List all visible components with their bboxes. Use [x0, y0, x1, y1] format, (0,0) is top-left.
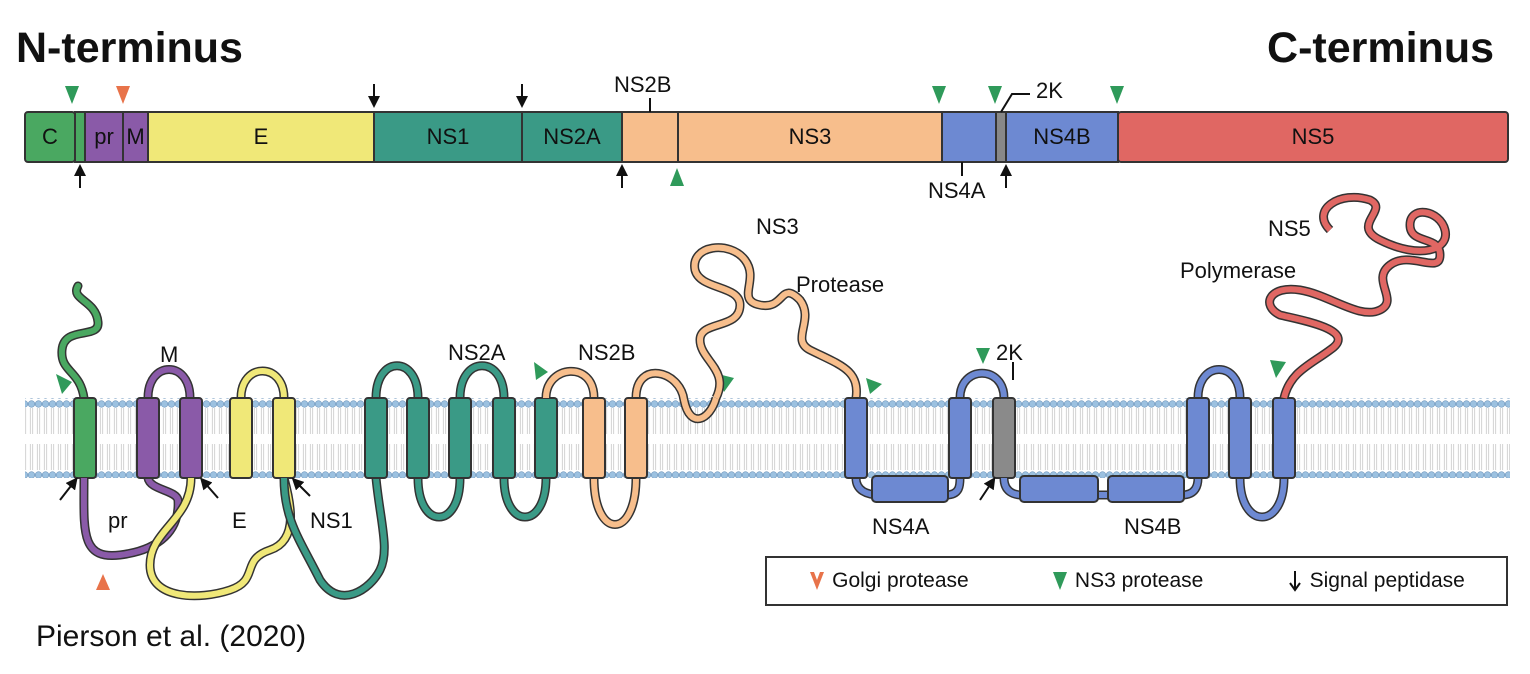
segment-ns3 [677, 111, 943, 163]
bar-markers [65, 84, 1124, 188]
seg-label-c: C [42, 124, 58, 149]
label-polymerase: Polymerase [1180, 258, 1297, 283]
m-tm-1 [136, 397, 160, 479]
ns3-protease-icon [1052, 572, 1067, 590]
ns5-polymerase-loop [1266, 194, 1449, 399]
segment-c-anchor [74, 111, 86, 163]
callout-2k: 2K [1036, 78, 1063, 103]
label-ns1: NS1 [310, 508, 353, 533]
legend-signal-label: Signal peptidase [1309, 569, 1465, 592]
callout-ns4a: NS4A [928, 178, 986, 203]
ns3-marker-2 [932, 86, 946, 104]
seg-label-ns4b: NS4B [1033, 124, 1091, 149]
polyprotein-bar [24, 111, 1509, 163]
pr-loop [80, 476, 182, 559]
ns3-marker-3 [988, 86, 1002, 104]
ns3-marker-5 [670, 168, 684, 186]
c-terminus-title: C-terminus [1267, 24, 1494, 72]
segment-ns5 [1117, 111, 1509, 163]
label-e: E [232, 508, 247, 533]
segment-pr [84, 111, 124, 163]
e-tm-1 [229, 397, 253, 479]
label-ns4a: NS4A [872, 514, 930, 539]
segment-ns1 [373, 111, 523, 163]
ns3-protease-loop [691, 244, 860, 400]
ns2a-loops [373, 362, 549, 520]
segment-ns2b [621, 111, 679, 163]
callout-ns2b: NS2B [614, 72, 672, 97]
label-ns5: NS5 [1268, 216, 1311, 241]
capsid-loop [58, 283, 101, 401]
label-ns2a: NS2A [448, 340, 506, 365]
seg-label-ns3: NS3 [788, 124, 832, 149]
legend-golgi-label: Golgi protease [832, 569, 969, 592]
label-ns2b: NS2B [578, 340, 636, 365]
ns3-marker-4 [1110, 86, 1124, 104]
n-terminus-title: N-terminus [16, 24, 243, 72]
label-pr: pr [108, 508, 128, 533]
legend-ns3: NS3 protease [1051, 569, 1203, 593]
golgi-marker-2 [96, 574, 110, 590]
label-ns4b: NS4B [1124, 514, 1182, 539]
seg-label-e: E [253, 124, 269, 149]
seg-label-ns1: NS1 [426, 124, 470, 149]
ns3-marker-1 [65, 86, 79, 104]
seg-label-ns5: NS5 [1291, 124, 1335, 149]
seg-label-m: M [126, 124, 145, 149]
m-tm-2 [179, 397, 203, 479]
signal-peptidase-icon [1288, 571, 1301, 592]
legend-signal: Signal peptidase [1286, 569, 1465, 593]
ns4b-helix-2 [1107, 475, 1185, 503]
legend-ns3-label: NS3 protease [1074, 569, 1204, 592]
segment-m [122, 111, 149, 163]
segment-2k [995, 111, 1007, 163]
seg-label-pr: pr [94, 124, 114, 149]
label-m: M [160, 342, 179, 367]
2k-tick [1000, 93, 1030, 113]
ns4a-helix [871, 475, 949, 503]
legend-golgi: Golgi protease [808, 569, 969, 593]
capsid-tm [73, 397, 97, 479]
golgi-marker-1 [116, 86, 130, 104]
m-loop [145, 366, 193, 399]
legend: Golgi protease NS3 protease Signal pepti… [765, 556, 1508, 606]
ns4b-helix-1 [1019, 475, 1099, 503]
segment-ns4a [941, 111, 997, 163]
segment-ns2a [521, 111, 623, 163]
label-protease: Protease [796, 272, 885, 297]
ns1-loop [281, 477, 388, 599]
e-tm-2 [272, 397, 296, 479]
ns2b-loops [543, 368, 719, 528]
golgi-protease-icon [810, 572, 825, 590]
seg-label-ns2a: NS2A [543, 124, 601, 149]
label-ns3: NS3 [756, 214, 799, 239]
e-loop [146, 477, 294, 599]
2k-tm [992, 397, 1016, 479]
ns4a-tm-2 [948, 397, 972, 479]
label-2k: 2K [996, 340, 1023, 365]
citation: Pierson et al. (2020) [36, 620, 307, 653]
ns4a-tm-1 [844, 397, 868, 479]
